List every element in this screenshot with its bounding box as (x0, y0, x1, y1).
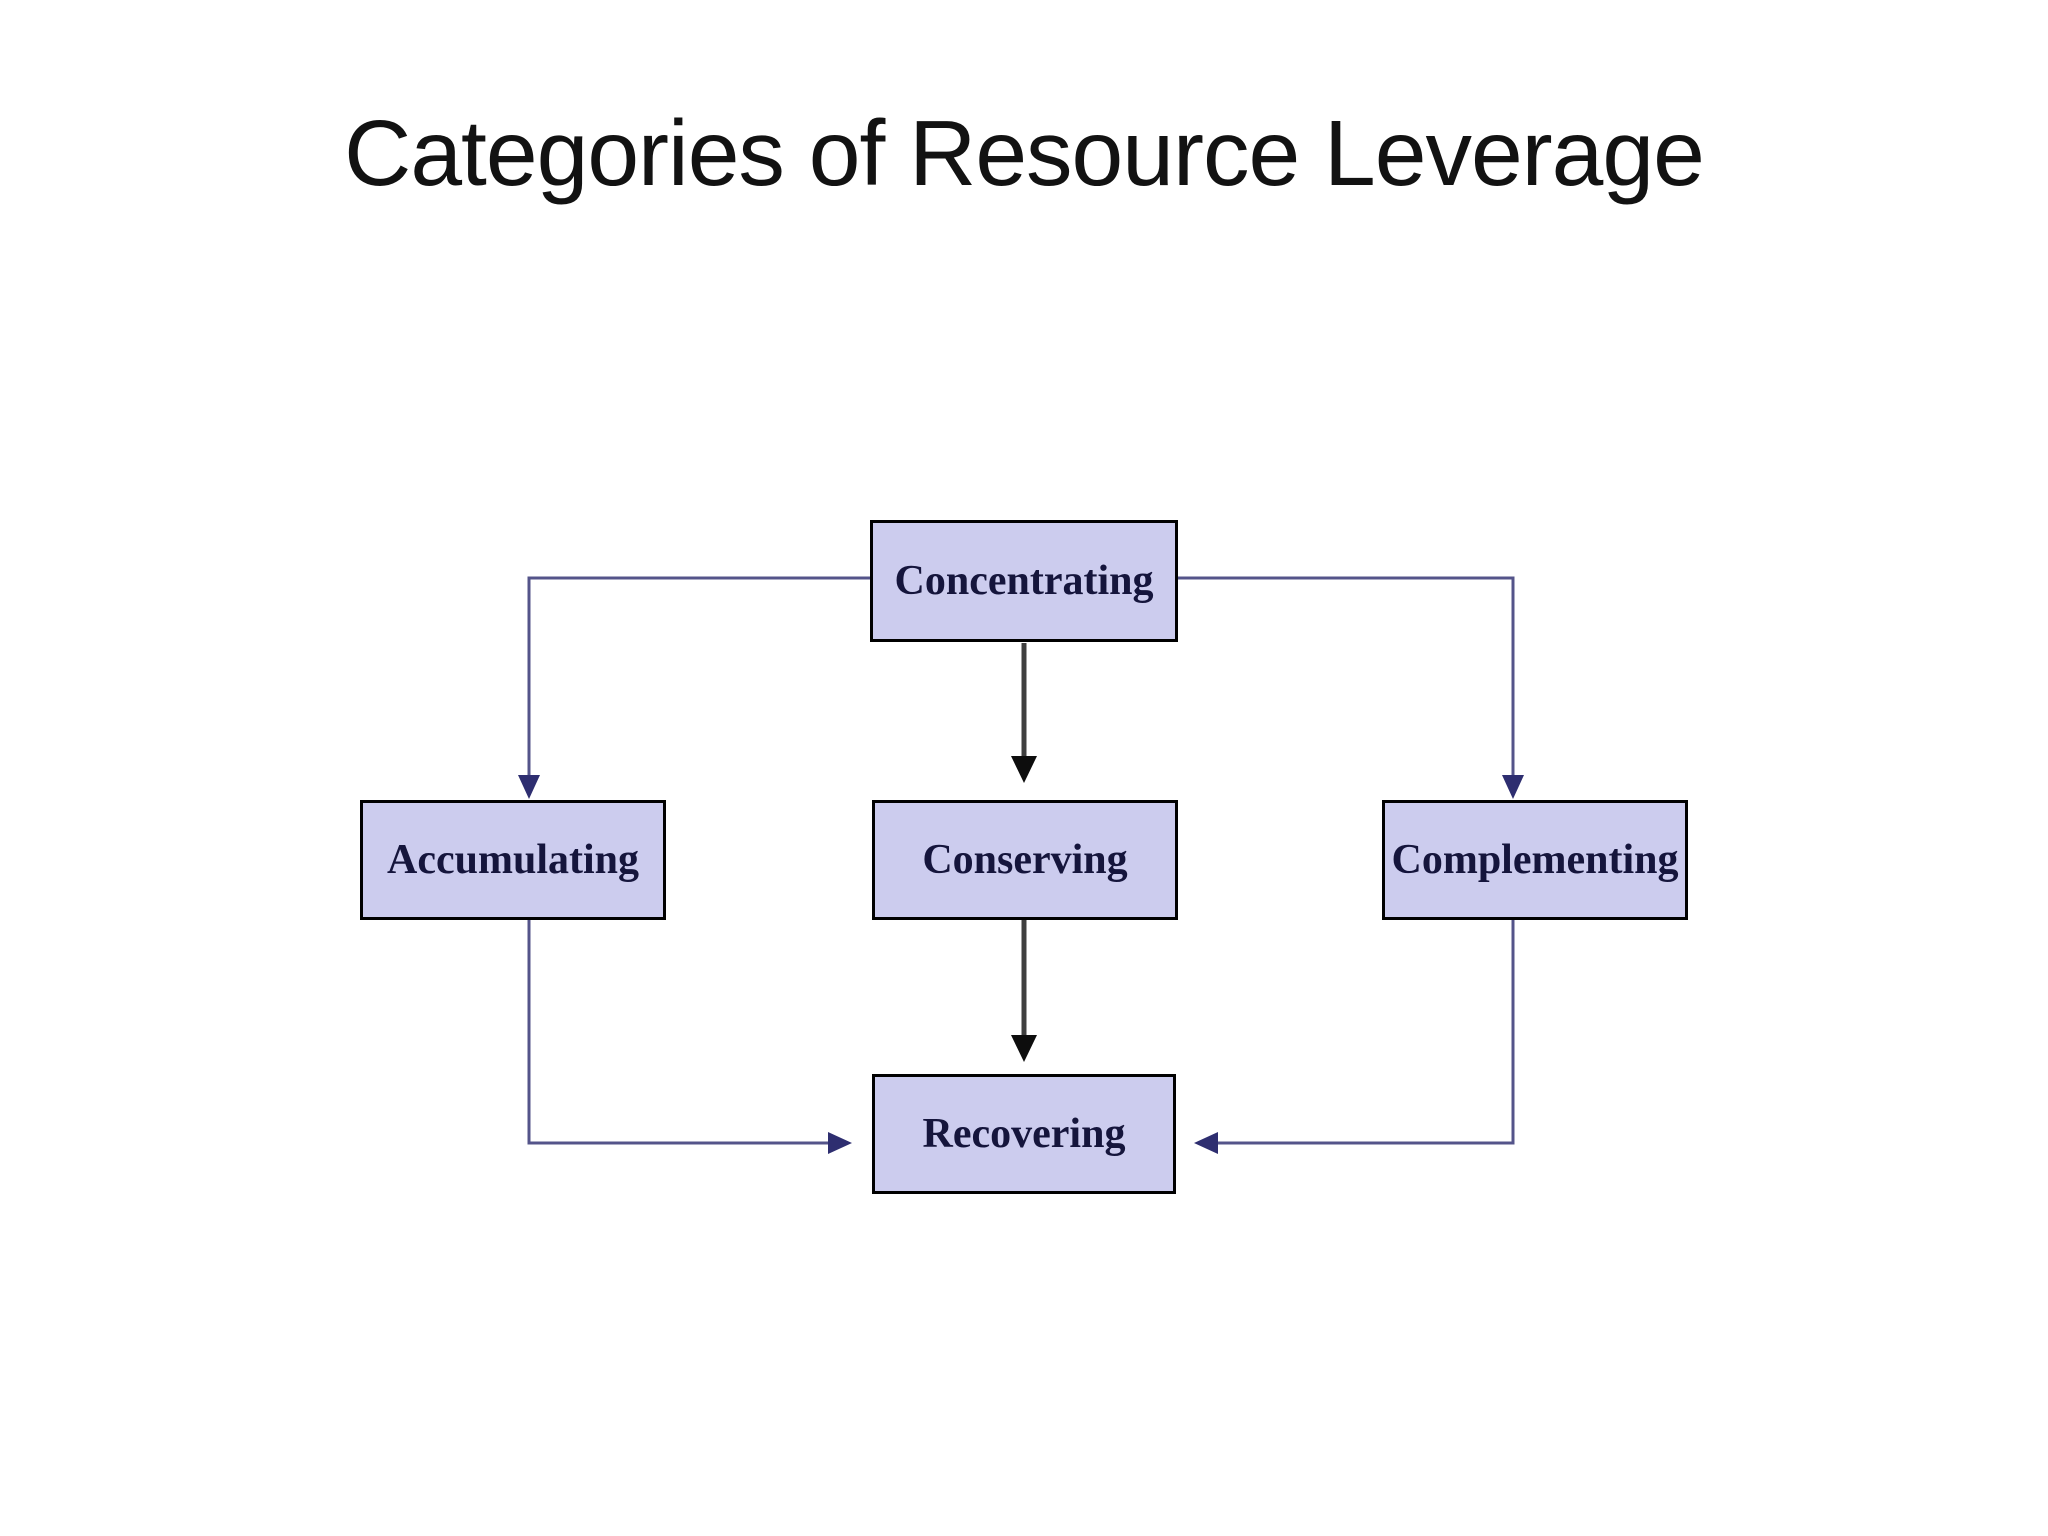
node-conserving: Conserving (872, 800, 1178, 920)
slide-title: Categories of Resource Leverage (344, 101, 1705, 205)
node-conserving-label: Conserving (922, 837, 1128, 883)
node-complementing: Complementing (1382, 800, 1688, 920)
edge-concentrating-conserving-arrowhead-icon (1011, 756, 1037, 783)
node-complementing-label: Complementing (1391, 837, 1679, 883)
node-accumulating-label: Accumulating (387, 837, 639, 883)
edge-complementing-recovering-line (1218, 920, 1515, 1145)
edge-concentrating-accumulating-arrowhead-icon (518, 775, 540, 799)
node-recovering: Recovering (872, 1074, 1176, 1194)
node-concentrating-label: Concentrating (894, 558, 1154, 604)
edge-accumulating-recovering-line (527, 920, 828, 1145)
node-recovering-label: Recovering (922, 1111, 1126, 1157)
edge-concentrating-complementing-line (1178, 576, 1515, 776)
edge-conserving-recovering-arrowhead-icon (1011, 1035, 1037, 1062)
node-concentrating: Concentrating (870, 520, 1178, 642)
edge-complementing-recovering-arrowhead-icon (1194, 1132, 1218, 1154)
edge-accumulating-recovering-arrowhead-icon (828, 1132, 852, 1154)
node-accumulating: Accumulating (360, 800, 666, 920)
edge-concentrating-complementing-arrowhead-icon (1502, 775, 1524, 799)
edge-concentrating-accumulating-line (527, 576, 870, 776)
